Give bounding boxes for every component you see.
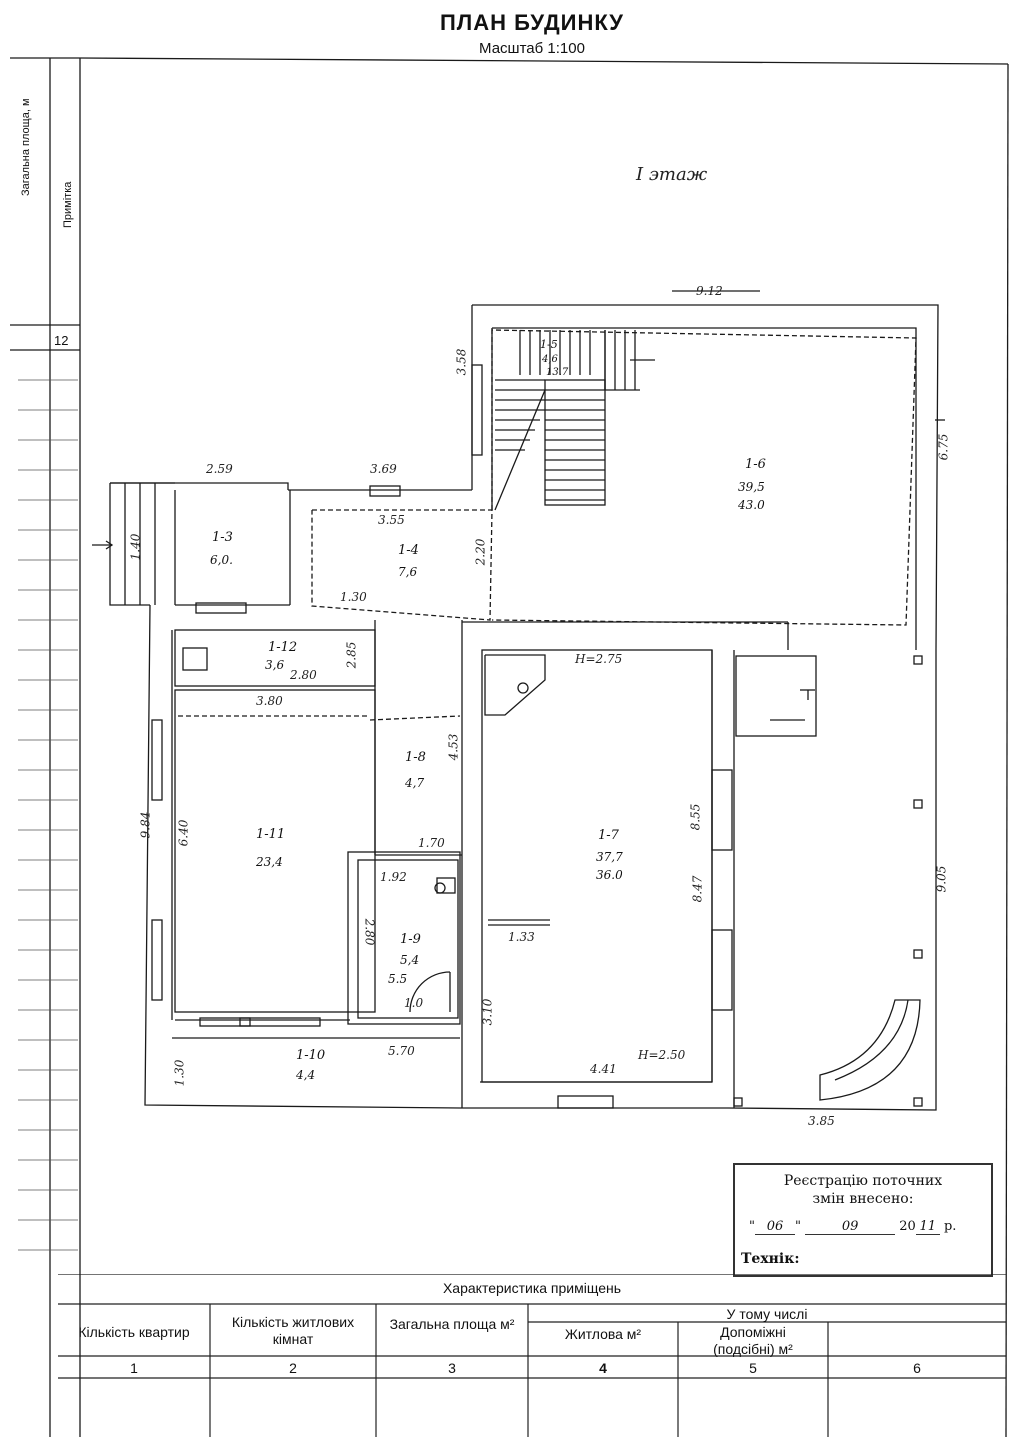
room-1-6-area: 39,5 — [738, 480, 765, 494]
room-1-9-area: 5,4 — [400, 953, 420, 967]
stamp-date-month: 09 — [805, 1219, 896, 1235]
dim-640: 6.40 — [176, 819, 191, 847]
room-1-12-number: 1-12 — [268, 640, 298, 655]
dim-259: 2.59 — [206, 462, 233, 476]
header-including: У тому числі — [726, 1306, 808, 1322]
room-1-9-number: 1-9 — [400, 932, 421, 947]
room-1-3-area: 6,0. — [210, 553, 233, 567]
room-1-5-area2: 13.7 — [546, 367, 569, 378]
dim-220: 2.20 — [473, 538, 488, 566]
stamp-technician: Технік: — [741, 1251, 800, 1267]
dim-385: 3.85 — [808, 1114, 835, 1128]
col-number-2: 2 — [289, 1360, 297, 1376]
room-1-5-area: 4,6 — [542, 354, 558, 365]
dim-stair-left: 3.58 — [454, 348, 469, 376]
dim-170: 1.70 — [418, 836, 445, 850]
table-title: Характеристика приміщень — [442, 1280, 622, 1296]
dim-280b: 2.80 — [362, 918, 377, 946]
dim-280: 2.80 — [290, 668, 317, 682]
room-1-4-area: 7,6 — [398, 565, 418, 579]
header-total-area: Загальна площа м² — [389, 1316, 515, 1332]
col-number-4: 4 — [599, 1360, 607, 1376]
dim-570: 5.70 — [388, 1044, 415, 1058]
side-cell-value: 12 — [54, 333, 69, 348]
room-1-8-number: 1-8 — [405, 750, 426, 765]
dim-355: 3.55 — [378, 513, 405, 527]
dim-10: 1.0 — [404, 996, 424, 1010]
room-1-12-area: 3,6 — [265, 658, 285, 672]
col-number-1: 1 — [130, 1360, 138, 1376]
dim-right: 6.75 — [936, 433, 951, 461]
dim-369: 3.69 — [370, 462, 397, 476]
header-living: Житлова м² — [564, 1326, 642, 1342]
col-number-6: 6 — [913, 1360, 921, 1376]
stamp-date-year: 11 — [915, 1219, 940, 1235]
room-1-7-area: 37,7 — [596, 850, 623, 864]
room-1-10-number: 1-10 — [296, 1048, 326, 1063]
room-1-3-number: 1-3 — [212, 530, 233, 545]
room-1-7-number: 1-7 — [598, 828, 619, 843]
stamp-date-day: 06 — [754, 1219, 795, 1235]
stamp-date-suffix: р. — [943, 1219, 957, 1234]
dim-905: 9.05 — [934, 865, 949, 893]
dim-192: 1.92 — [380, 870, 407, 884]
header-auxiliary: Допоміжні (подсібні) м² — [713, 1324, 793, 1357]
dim-847: 8.47 — [690, 875, 705, 903]
header-living-rooms: Кількість житлових кімнат — [231, 1314, 355, 1347]
dim-top: 9.12 — [696, 284, 723, 298]
room-1-8-area: 4,7 — [405, 776, 425, 790]
page-title: ПЛАН БУДИНКУ — [439, 10, 624, 35]
room-1-10-area: 4,4 — [296, 1068, 316, 1082]
room-1-6-number: 1-6 — [745, 457, 766, 472]
dim-130b: 1.30 — [172, 1059, 187, 1087]
stamp-line-2: змін внесено: — [812, 1191, 914, 1207]
col-number-3: 3 — [448, 1360, 456, 1376]
dim-133: 1.33 — [508, 930, 535, 944]
scale-label: Масштаб 1:100 — [479, 40, 585, 57]
header-apartments: Кількість квартир — [78, 1324, 190, 1340]
room-1-5-number: 1-5 — [540, 338, 558, 351]
dim-140: 1.40 — [128, 533, 143, 561]
dim-984: 9.84 — [138, 811, 153, 839]
dim-310: 3.10 — [480, 998, 495, 1026]
stamp-line-1: Реєстрацію поточних — [783, 1173, 943, 1189]
col-number-5: 5 — [749, 1360, 757, 1376]
room-1-6-area2: 43.0 — [738, 498, 765, 512]
room-1-9-area2: 5.5 — [388, 972, 408, 986]
table-grid — [58, 1274, 1006, 1437]
room-1-7-area2: 36.0 — [596, 868, 623, 882]
dim-380: 3.80 — [256, 694, 283, 708]
stamp-date-year-prefix: 20 — [899, 1219, 916, 1234]
floor-label: I этаж — [636, 164, 708, 185]
height-275: H=2.75 — [575, 652, 623, 666]
registration-stamp: Реєстрацію поточних змін внесено: "06" 0… — [733, 1163, 993, 1277]
dim-855: 8.55 — [688, 803, 703, 831]
dim-285: 2.85 — [344, 641, 359, 669]
room-1-4-number: 1-4 — [398, 543, 419, 558]
room-1-11-area: 23,4 — [256, 855, 283, 869]
dim-441: 4.41 — [590, 1062, 617, 1076]
characteristics-table: Характеристика приміщень Кількість кварт… — [58, 1274, 1006, 1437]
dim-130: 1.30 — [340, 590, 367, 604]
dim-453: 4.53 — [446, 733, 461, 761]
room-1-11-number: 1-11 — [256, 827, 286, 842]
height-250: H=2.50 — [638, 1048, 686, 1062]
